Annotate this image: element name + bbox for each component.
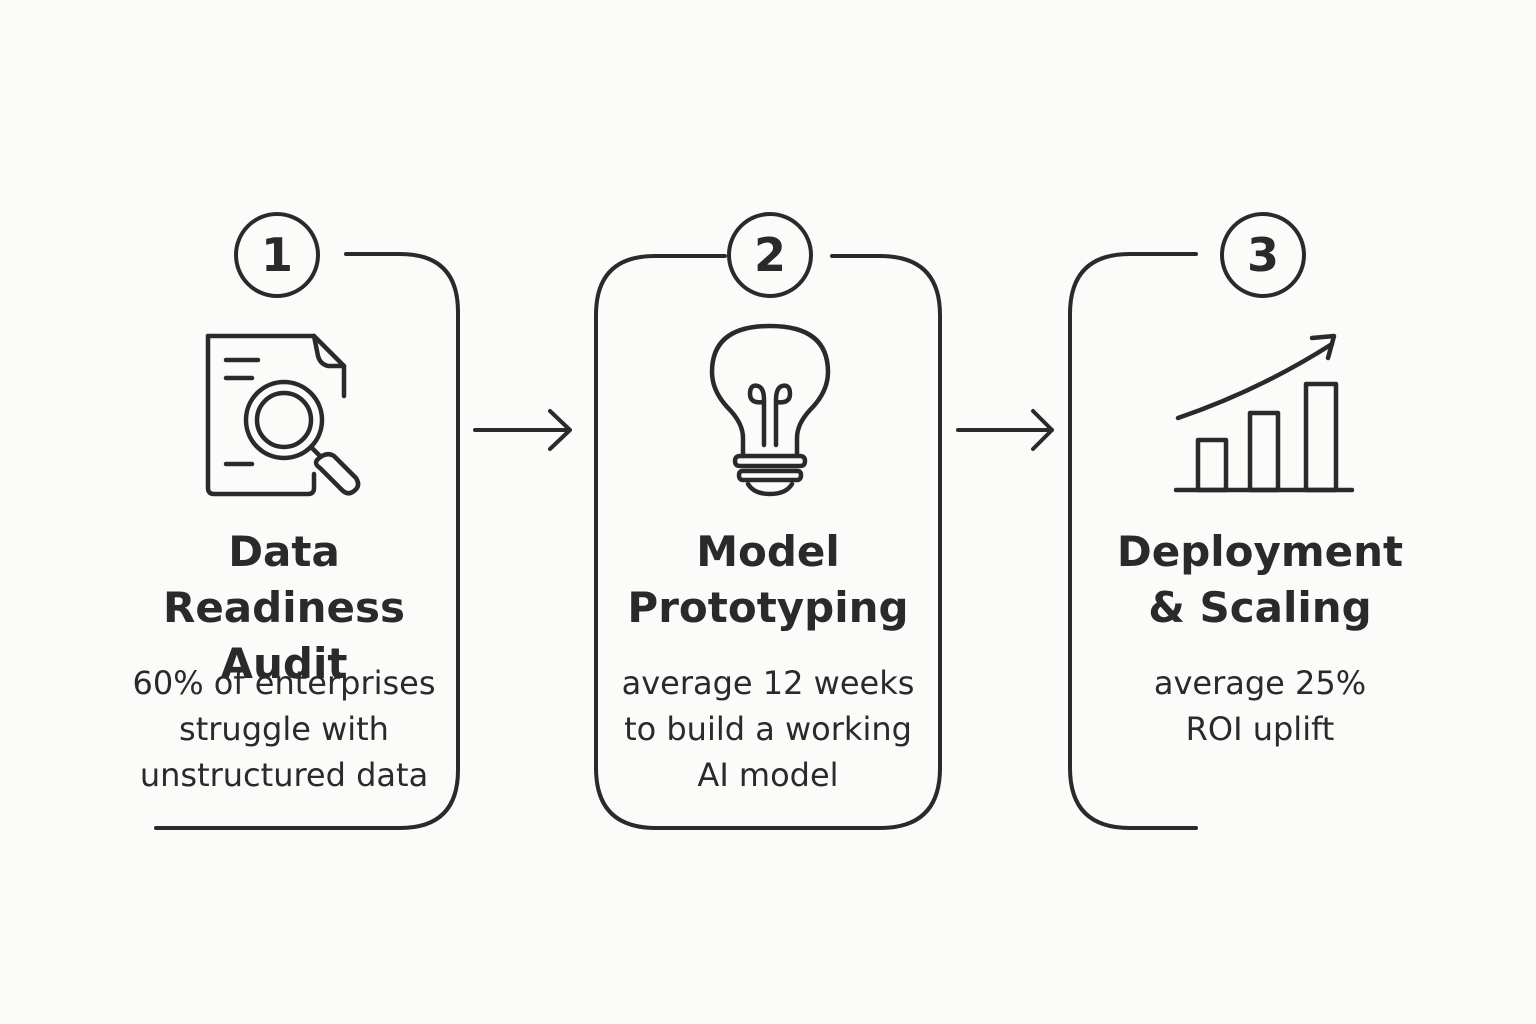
flow-arrow-2-to-3 xyxy=(956,409,1054,451)
step-1-number-badge: 1 xyxy=(234,212,320,298)
step-1-desc-line-1: 60% of enterprises xyxy=(132,664,436,702)
step-3-desc-line-1: average 25% xyxy=(1153,664,1367,702)
step-3-number-badge: 3 xyxy=(1220,212,1306,298)
step-1-description: 60% of enterprises struggle with unstruc… xyxy=(106,660,462,798)
step-2-title-line-1: Model xyxy=(696,527,840,576)
step-2-desc-line-1: average 12 weeks xyxy=(621,664,915,702)
step-3-title: Deployment & Scaling xyxy=(1082,524,1438,636)
step-3-title-line-1: Deployment xyxy=(1116,527,1404,576)
step-2-description: average 12 weeks to build a working AI m… xyxy=(596,660,940,798)
step-2-title-line-2: Prototyping xyxy=(627,583,909,632)
step-1-title: Data Readiness Audit xyxy=(106,524,462,692)
step-1-desc-line-2: struggle with xyxy=(179,710,389,748)
step-2-number: 2 xyxy=(753,228,786,282)
step-2-desc-line-3: AI model xyxy=(697,756,839,794)
magnifying-glass-document-icon xyxy=(205,333,361,497)
step-3-card-outline xyxy=(1068,252,1198,830)
lightbulb-icon xyxy=(709,323,831,497)
step-2-title: Model Prototyping xyxy=(596,524,940,636)
step-2-card-outline xyxy=(594,254,942,830)
growth-bar-chart-icon xyxy=(1173,333,1355,493)
step-2-number-badge: 2 xyxy=(727,212,813,298)
step-3-desc-line-2: ROI uplift xyxy=(1185,710,1335,748)
step-1-card-outline xyxy=(154,252,460,830)
step-3-description: average 25% ROI uplift xyxy=(1082,660,1438,752)
step-1-number: 1 xyxy=(260,228,293,282)
step-3-title-line-2: & Scaling xyxy=(1148,583,1372,632)
step-1-title-line-2: Audit xyxy=(220,639,348,688)
flow-arrow-1-to-2 xyxy=(473,409,572,451)
step-1-desc-line-3: unstructured data xyxy=(139,756,429,794)
step-1-title-line-1: Data Readiness xyxy=(162,527,405,632)
step-3-number: 3 xyxy=(1246,228,1279,282)
step-2-desc-line-2: to build a working xyxy=(624,710,912,748)
